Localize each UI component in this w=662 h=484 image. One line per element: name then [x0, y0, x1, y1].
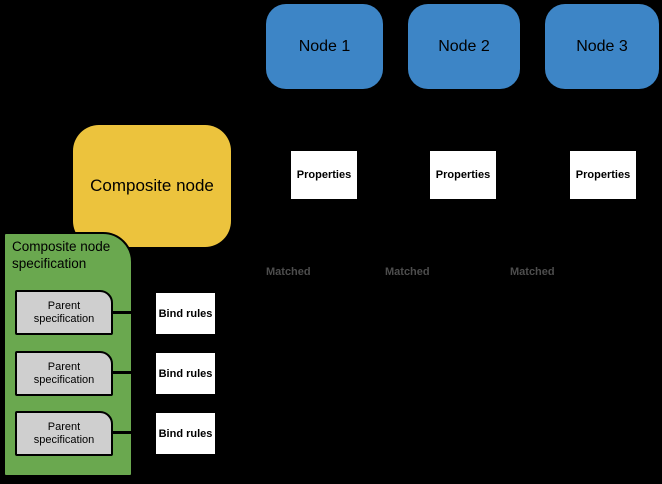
parent-specification-label-3: Parent specification	[33, 420, 95, 446]
specification-title: Composite node specification	[12, 239, 111, 271]
properties-label-1: Properties	[296, 169, 352, 181]
bind-rules-box-1: Bind rules	[155, 292, 216, 335]
properties-label-2: Properties	[435, 169, 491, 181]
properties-box-1: Properties	[290, 150, 358, 200]
connector-line-3	[112, 431, 156, 434]
bind-rules-label-3: Bind rules	[158, 427, 213, 440]
matched-label-3: Matched	[510, 266, 555, 278]
bind-rules-box-3: Bind rules	[155, 412, 216, 455]
connector-line-1	[112, 311, 156, 314]
composite-node-shape: Composite node	[73, 125, 231, 247]
parent-specification-box-2: Parent specification	[15, 351, 113, 396]
matched-label-1: Matched	[266, 266, 311, 278]
bind-rules-box-2: Bind rules	[155, 352, 216, 395]
node-1-shape: Node 1	[266, 4, 383, 89]
properties-box-2: Properties	[429, 150, 497, 200]
node-2-shape: Node 2	[408, 4, 520, 89]
parent-specification-box-1: Parent specification	[15, 290, 113, 335]
composite-node-specification-container: Composite node specification Parent spec…	[3, 232, 133, 477]
parent-specification-box-3: Parent specification	[15, 411, 113, 456]
connector-line-2	[112, 371, 156, 374]
bind-rules-label-1: Bind rules	[158, 307, 213, 320]
node-1-label: Node 1	[298, 37, 351, 55]
node-2-label: Node 2	[438, 37, 490, 55]
properties-box-3: Properties	[569, 150, 637, 200]
parent-specification-label-1: Parent specification	[33, 299, 95, 325]
properties-label-3: Properties	[575, 169, 631, 181]
parent-specification-label-2: Parent specification	[33, 360, 95, 386]
node-3-label: Node 3	[576, 37, 628, 55]
bind-rules-label-2: Bind rules	[158, 367, 213, 380]
composite-node-label: Composite node	[90, 176, 214, 195]
node-3-shape: Node 3	[545, 4, 659, 89]
matched-label-2: Matched	[385, 266, 430, 278]
